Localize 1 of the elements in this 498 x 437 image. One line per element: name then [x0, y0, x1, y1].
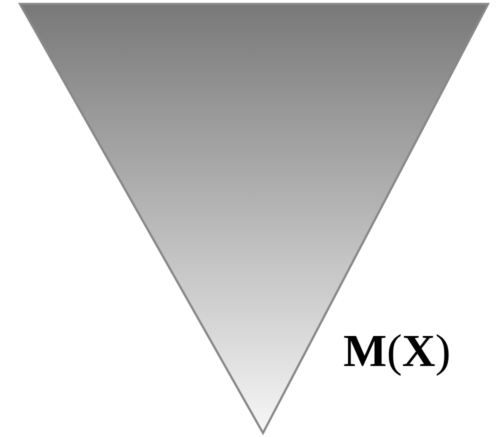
- formula-label: M(X): [344, 334, 449, 376]
